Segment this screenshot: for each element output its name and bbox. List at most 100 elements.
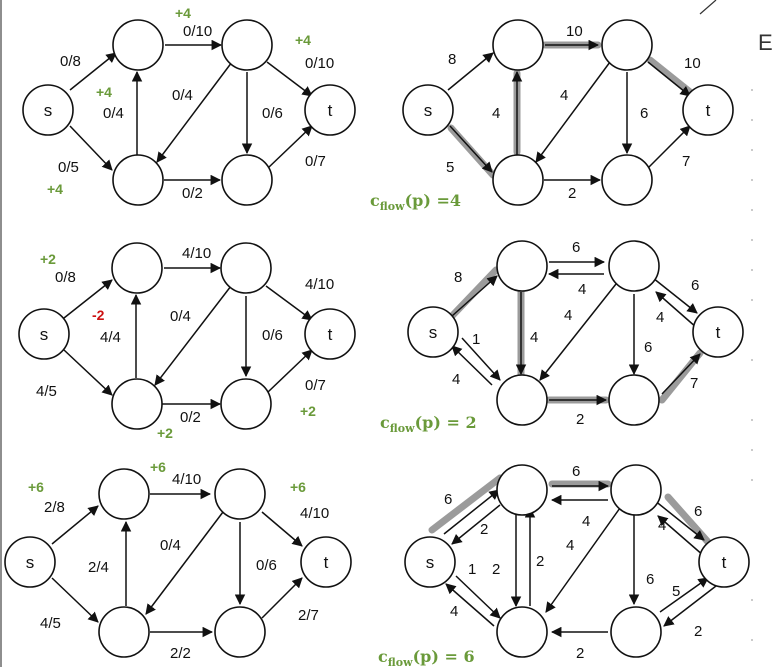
node-d (221, 154, 273, 206)
edge-s-c (69, 125, 113, 171)
svg-text:4: 4 (564, 307, 572, 324)
node-t (304, 84, 356, 136)
edge-label: 0/7 (305, 153, 326, 170)
svg-text:2: 2 (576, 645, 584, 662)
margin-dots (751, 89, 753, 641)
edge-b-t (266, 61, 313, 97)
svg-text:+2: +2 (40, 251, 56, 267)
svg-text:6: 6 (691, 277, 699, 294)
edge-label: 0/8 (60, 53, 81, 70)
edge-b-c (156, 61, 233, 163)
path-highlight (428, 474, 504, 534)
svg-text:0/8: 0/8 (55, 269, 76, 286)
svg-text:0/7: 0/7 (305, 377, 326, 394)
cflow-caption: cflow(p) = 6 (378, 647, 475, 667)
svg-text:+6: +6 (150, 459, 166, 475)
svg-text:2: 2 (536, 553, 544, 570)
panel-residual-2: s t 8 1 4 6 4 4 4 6 6 4 2 7 cflow(p) = 2 (380, 239, 744, 435)
flow-delta: +4 (175, 5, 191, 21)
svg-text:4: 4 (452, 371, 460, 388)
svg-text:4/5: 4/5 (40, 615, 61, 632)
edge-d-t (267, 125, 313, 169)
cflow-caption: cflow(p) =4 (370, 191, 461, 213)
node-a (112, 19, 164, 71)
svg-text:t: t (328, 325, 333, 344)
svg-text:6: 6 (444, 491, 452, 508)
svg-text:2: 2 (492, 561, 500, 578)
svg-text:5: 5 (446, 159, 454, 176)
svg-text:2: 2 (694, 623, 702, 640)
svg-text:6: 6 (640, 105, 648, 122)
svg-text:2: 2 (568, 185, 576, 202)
svg-text:1: 1 (468, 561, 476, 578)
svg-text:2/7: 2/7 (298, 607, 319, 624)
svg-text:4: 4 (566, 537, 574, 554)
flow-delta: +4 (96, 84, 112, 100)
panel-flow-2: s t 0/8 4/5 4/10 4/4 0/4 0/6 4/10 0/2 0/… (18, 242, 356, 441)
svg-text:4/5: 4/5 (36, 383, 57, 400)
svg-text:s: s (40, 325, 49, 344)
flow-delta: +4 (47, 181, 63, 197)
node-label-t: t (706, 101, 711, 120)
svg-text:4/10: 4/10 (182, 245, 211, 262)
svg-text:10: 10 (566, 23, 583, 40)
corner-letter: E (758, 30, 773, 55)
node-label-t: t (328, 101, 333, 120)
svg-text:s: s (426, 553, 435, 572)
panel-residual-3: s t 6 2 1 4 2 2 6 4 4 6 4 6 5 2 2 cflow(… (378, 463, 750, 667)
edge-s-a (69, 52, 117, 91)
svg-text:+2: +2 (300, 403, 316, 419)
node-label-s: s (424, 101, 433, 120)
svg-text:5: 5 (672, 583, 680, 600)
svg-text:10: 10 (684, 55, 701, 72)
svg-text:4/4: 4/4 (100, 329, 121, 346)
svg-text:4/10: 4/10 (300, 505, 329, 522)
svg-text:t: t (716, 323, 721, 342)
edge-label: 0/4 (103, 105, 124, 122)
svg-text:2: 2 (576, 411, 584, 428)
svg-text:0/6: 0/6 (256, 557, 277, 574)
svg-text:4: 4 (492, 105, 500, 122)
svg-text:+6: +6 (28, 479, 44, 495)
node-b (221, 19, 273, 71)
svg-text:-2: -2 (92, 307, 105, 323)
panel-flow-1: s t 0/8 0/5 0/10 0/4 0/4 0/6 0/10 0/2 0/… (22, 5, 356, 206)
node-c (112, 154, 164, 206)
svg-text:1: 1 (472, 331, 480, 348)
panel-residual-1: s t 8 5 10 4 4 6 10 2 7 cflow(p) =4 (370, 19, 734, 213)
edge-label: 0/10 (305, 55, 334, 72)
svg-text:4: 4 (450, 603, 458, 620)
svg-text:t: t (324, 553, 329, 572)
panel-flow-3: s t 2/8 4/5 4/10 2/4 0/4 0/6 4/10 2/2 2/… (4, 459, 352, 662)
svg-text:6: 6 (646, 571, 654, 588)
svg-text:7: 7 (682, 153, 690, 170)
node-s (22, 84, 74, 136)
svg-text:2: 2 (480, 521, 488, 538)
svg-text:2/4: 2/4 (88, 559, 109, 576)
svg-text:2/8: 2/8 (44, 499, 65, 516)
svg-text:6: 6 (644, 339, 652, 356)
edge-label: 0/5 (58, 159, 79, 176)
svg-text:0/4: 0/4 (170, 308, 191, 325)
svg-text:6: 6 (572, 463, 580, 480)
edge-label: 0/10 (183, 23, 212, 40)
svg-text:4: 4 (582, 513, 590, 530)
svg-text:+2: +2 (157, 425, 173, 441)
edge-label: 0/6 (262, 105, 283, 122)
svg-text:4: 4 (530, 329, 538, 346)
svg-text:4: 4 (656, 309, 664, 326)
svg-text:4/10: 4/10 (172, 471, 201, 488)
svg-text:4: 4 (658, 517, 666, 534)
svg-text:0/6: 0/6 (262, 327, 283, 344)
svg-text:0/4: 0/4 (160, 537, 181, 554)
svg-text:s: s (26, 553, 35, 572)
svg-text:4: 4 (560, 87, 568, 104)
svg-text:2/2: 2/2 (170, 645, 191, 662)
svg-text:s: s (429, 323, 438, 342)
edge-label: 0/2 (182, 185, 203, 202)
svg-text:0/2: 0/2 (180, 409, 201, 426)
flow-delta: +4 (295, 32, 311, 48)
svg-text:+6: +6 (290, 479, 306, 495)
svg-text:4/10: 4/10 (305, 276, 334, 293)
